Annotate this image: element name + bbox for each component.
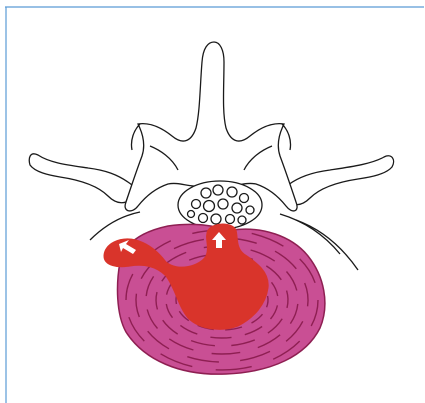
spinal-canal [178, 181, 262, 229]
facet-right [282, 124, 291, 150]
left-transverse-process [29, 154, 132, 203]
right-transverse-process [288, 156, 394, 205]
lamella-stroke [210, 337, 231, 338]
facet-left [131, 124, 140, 150]
pedicle-left [90, 212, 140, 240]
